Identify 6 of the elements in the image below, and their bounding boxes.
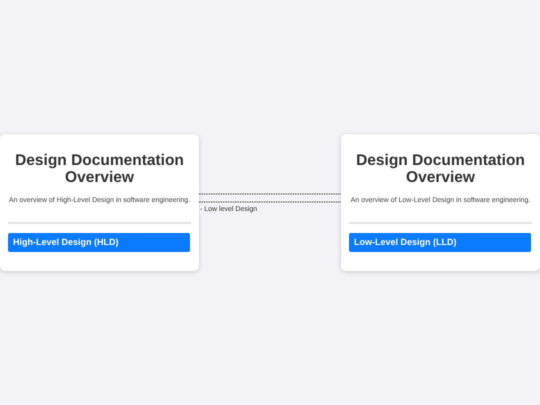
card — [341, 134, 540, 271]
section-bar: Low-Level Design (LLD) — [349, 233, 531, 252]
section-bar: High-Level Design (HLD) — [8, 233, 190, 252]
card — [0, 134, 199, 271]
card-title: Design Documentation Overview — [14, 152, 185, 186]
card-title: Design Documentation Overview — [355, 152, 526, 186]
